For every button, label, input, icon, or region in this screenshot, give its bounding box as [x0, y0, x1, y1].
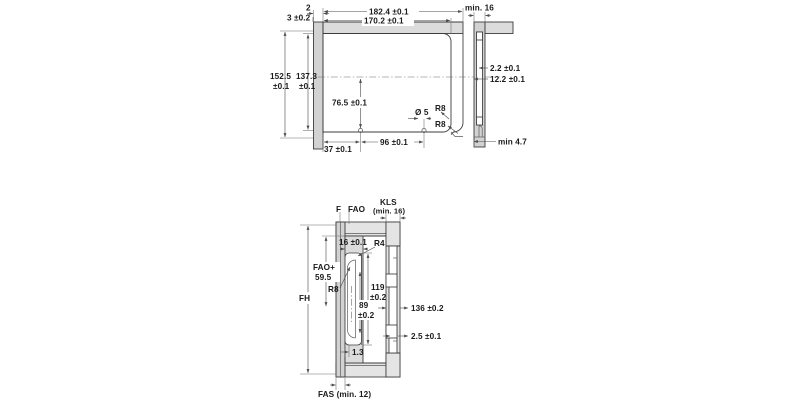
label-89-tol: ±0.2	[358, 311, 375, 320]
dim-1-3: 1.3	[341, 345, 364, 357]
dim-16: 16 ±0.1	[339, 238, 368, 254]
dim-2: 2	[306, 4, 329, 22]
label-fas: FAS (min. 12)	[318, 390, 371, 399]
bottom-view-top-shelf	[335, 221, 395, 237]
label-2: 2	[306, 4, 311, 13]
dim-fao-plus: FAO+ 59.5	[312, 235, 345, 307]
dim-170-2: 170.2 ±0.1	[323, 15, 452, 34]
dim-136: 136 ±0.2	[378, 304, 444, 313]
dim-2-5: 2.5 ±0.1	[383, 332, 442, 341]
label-37: 37 ±0.1	[324, 145, 352, 154]
label-r8-bottom: R8	[328, 285, 339, 294]
label-r4: R4	[374, 239, 385, 248]
dim-2-2: 2.2 ±0.1	[478, 64, 521, 73]
dim-3: 3 ±0.2	[287, 14, 314, 23]
label-fao-plus-1: FAO+	[313, 263, 335, 272]
dim-37: 37 ±0.1	[322, 133, 361, 154]
dim-182-4: 182.4 ±0.1	[322, 6, 464, 22]
dim-fh: FH	[297, 224, 336, 375]
label-3: 3 ±0.2	[287, 14, 311, 23]
callout-r8-lower: R8	[435, 120, 459, 134]
label-r8-upper: R8	[435, 104, 446, 113]
label-fao-plus-2: 59.5	[315, 273, 332, 282]
top-view-holes	[358, 128, 427, 133]
dim-76-5: 76.5 ±0.1	[331, 78, 381, 129]
label-f: F	[336, 205, 341, 214]
label-136: 136 ±0.2	[411, 304, 444, 313]
label-2-2: 2.2 ±0.1	[490, 64, 521, 73]
dim-96: 96 ±0.1	[361, 133, 425, 148]
label-1-3: 1.3	[352, 348, 364, 357]
dim-152-5: 152.5 ±0.1	[270, 30, 313, 139]
label-2-5: 2.5 ±0.1	[411, 332, 442, 341]
label-182-4: 182.4 ±0.1	[369, 8, 409, 17]
dim-kls: KLS (min. 16)	[373, 198, 406, 222]
marker-f: F	[336, 205, 341, 222]
marker-fao: FAO	[348, 205, 366, 224]
label-89-value: 89	[359, 301, 369, 310]
callout-diameter-5: Ø 5	[408, 108, 431, 128]
callout-r8-upper: R8	[435, 104, 450, 120]
label-137-3-value: 137.3	[296, 72, 317, 81]
dim-137-3: 137.3 ±0.1	[296, 33, 317, 131]
label-170-2: 170.2 ±0.1	[364, 17, 404, 26]
callout-r8-bottom-view: R8	[328, 266, 351, 294]
label-diameter-5: Ø 5	[415, 108, 429, 117]
top-view-side-section	[473, 21, 514, 148]
callout-r4: R4	[357, 239, 385, 257]
label-152-5-tol: ±0.1	[273, 82, 290, 91]
label-76-5: 76.5 ±0.1	[332, 99, 367, 108]
dim-12-2: 12.2 ±0.1	[473, 75, 525, 84]
label-12-2: 12.2 ±0.1	[490, 75, 525, 84]
label-kls-1: KLS	[380, 198, 397, 207]
bottom-view-side-section	[385, 221, 401, 378]
dim-min-16: min. 16	[465, 4, 494, 22]
bottom-view-body	[344, 235, 364, 364]
label-min-4-7: min 4.7	[498, 138, 527, 147]
label-fao: FAO	[348, 205, 366, 214]
label-152-5-value: 152.5	[270, 72, 291, 81]
dim-min-4-7: min 4.7	[473, 138, 527, 147]
label-119-tol: ±0.2	[370, 293, 387, 302]
label-r8-lower: R8	[435, 120, 446, 129]
top-view-body	[322, 21, 464, 149]
label-137-3-tol: ±0.1	[299, 82, 316, 91]
dim-89: 89 ±0.2	[358, 271, 380, 334]
label-kls-2: (min. 16)	[373, 207, 405, 216]
label-fh: FH	[299, 294, 310, 303]
dim-fas: FAS (min. 12)	[318, 378, 371, 399]
label-min-16: min. 16	[465, 4, 494, 13]
label-16: 16 ±0.1	[339, 238, 367, 247]
label-119-value: 119	[371, 283, 385, 292]
label-96: 96 ±0.1	[380, 138, 408, 147]
